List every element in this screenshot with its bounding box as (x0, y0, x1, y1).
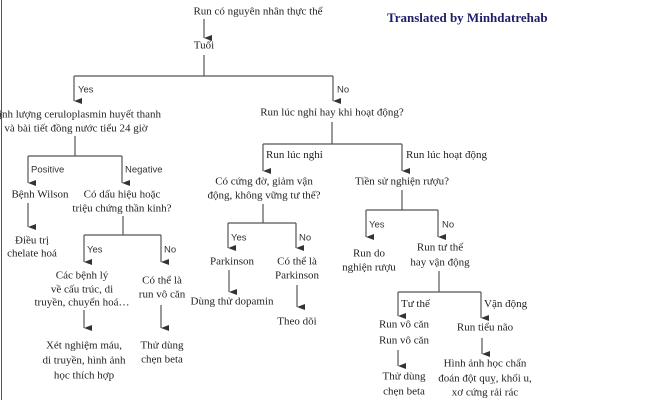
edge-label-kinetic: Vận động (484, 298, 528, 310)
node-essential-b: Run vô căn (378, 334, 430, 347)
node-tests-line2: di truyền, hình ảnh (42, 354, 126, 367)
node-beta-right-line1: Thử dùng (382, 370, 426, 383)
edge-label-no: No (442, 219, 455, 231)
node-copper-line2: và bài tiết đồng nước tiểu 24 giờ (4, 122, 148, 135)
edge-label-no: No (299, 232, 312, 244)
edge-label-at-rest: Run lúc nghỉ (266, 149, 323, 161)
node-structural-line3: truyền, chuyển hoá… (34, 296, 130, 309)
edge-label-no: No (337, 84, 350, 96)
node-beta-right-line2: chẹn beta (383, 385, 425, 398)
edge-label-negative: Negative (125, 164, 163, 176)
node-essential-a: Run vô căn (378, 318, 430, 331)
node-dopamine: Dùng thử dopamin (190, 295, 274, 308)
node-chelate-line1: Điều trị (15, 234, 49, 247)
node-beta-left-line1: Thử dùng (140, 339, 184, 352)
node-structural-line2: về cấu trúc, di (50, 283, 114, 296)
edge-label-yes: Yes (87, 244, 103, 256)
node-tests-line3: học thích hợp (53, 369, 115, 382)
node-alcohol-tremor-line2: nghiện rượu (342, 261, 396, 274)
node-neuro-line1: Có dấu hiệu hoặc (83, 188, 161, 201)
node-imaging-line1: Hình ảnh học chẩn (443, 357, 527, 370)
edge-label-positive: Positive (31, 164, 65, 176)
node-copper-line1: Định lượng ceruloplasmin huyết thanh (0, 108, 162, 121)
node-maybe-parkinson-line2: Parkinson (275, 269, 319, 282)
node-imaging-line3: xơ cứng rải rác (451, 386, 519, 399)
node-beta-left-line2: chẹn beta (141, 353, 183, 366)
node-maybe-essential-line2: run vô căn (138, 288, 186, 301)
node-rest-or-action: Run lúc nghỉ hay khi hoạt động? (260, 106, 404, 119)
node-rigidity-line2: động, không vững tư thế? (207, 189, 321, 202)
edge-label-in-action: Run lúc hoạt động (406, 149, 487, 161)
node-rigidity-line1: Có cứng đờ, giảm vận (215, 175, 313, 188)
node-alcohol-tremor-line1: Run do (352, 247, 386, 260)
node-alcohol-history: Tiền sử nghiện rượu? (354, 175, 450, 188)
node-age: Tuổi (193, 39, 215, 52)
node-root: Run có nguyên nhân thực thể (193, 5, 323, 18)
edge-label-yes: Yes (78, 84, 94, 96)
watermark: Translated by Minhdatrehab (387, 10, 548, 25)
left-border (1, 0, 2, 400)
edge-label-yes: Yes (369, 219, 385, 231)
node-follow-up: Theo dõi (277, 315, 317, 328)
edge-label-yes: Yes (231, 232, 247, 244)
node-wilson: Bệnh Wilson (11, 188, 69, 201)
edge-label-no: No (164, 244, 177, 256)
node-tests-line1: Xét nghiệm máu, (45, 339, 123, 352)
node-maybe-essential-line1: Có thể là (142, 274, 182, 287)
node-chelate-line2: chelate hoá (7, 247, 57, 260)
node-imaging-line2: đoán đột quỵ, khối u, (438, 372, 532, 385)
node-postural-kinetic-line2: hay vận động (410, 256, 470, 269)
node-maybe-parkinson-line1: Có thể là (277, 255, 317, 268)
node-parkinson: Parkinson (210, 255, 254, 268)
node-neuro-line2: triệu chứng thần kinh? (72, 202, 172, 215)
node-structural-line1: Các bệnh lý (55, 269, 109, 282)
node-postural-kinetic-line1: Run tư thế (416, 241, 464, 254)
node-cerebellar: Run tiểu não (456, 321, 514, 334)
edge-label-postural: Tư thế (401, 298, 430, 310)
